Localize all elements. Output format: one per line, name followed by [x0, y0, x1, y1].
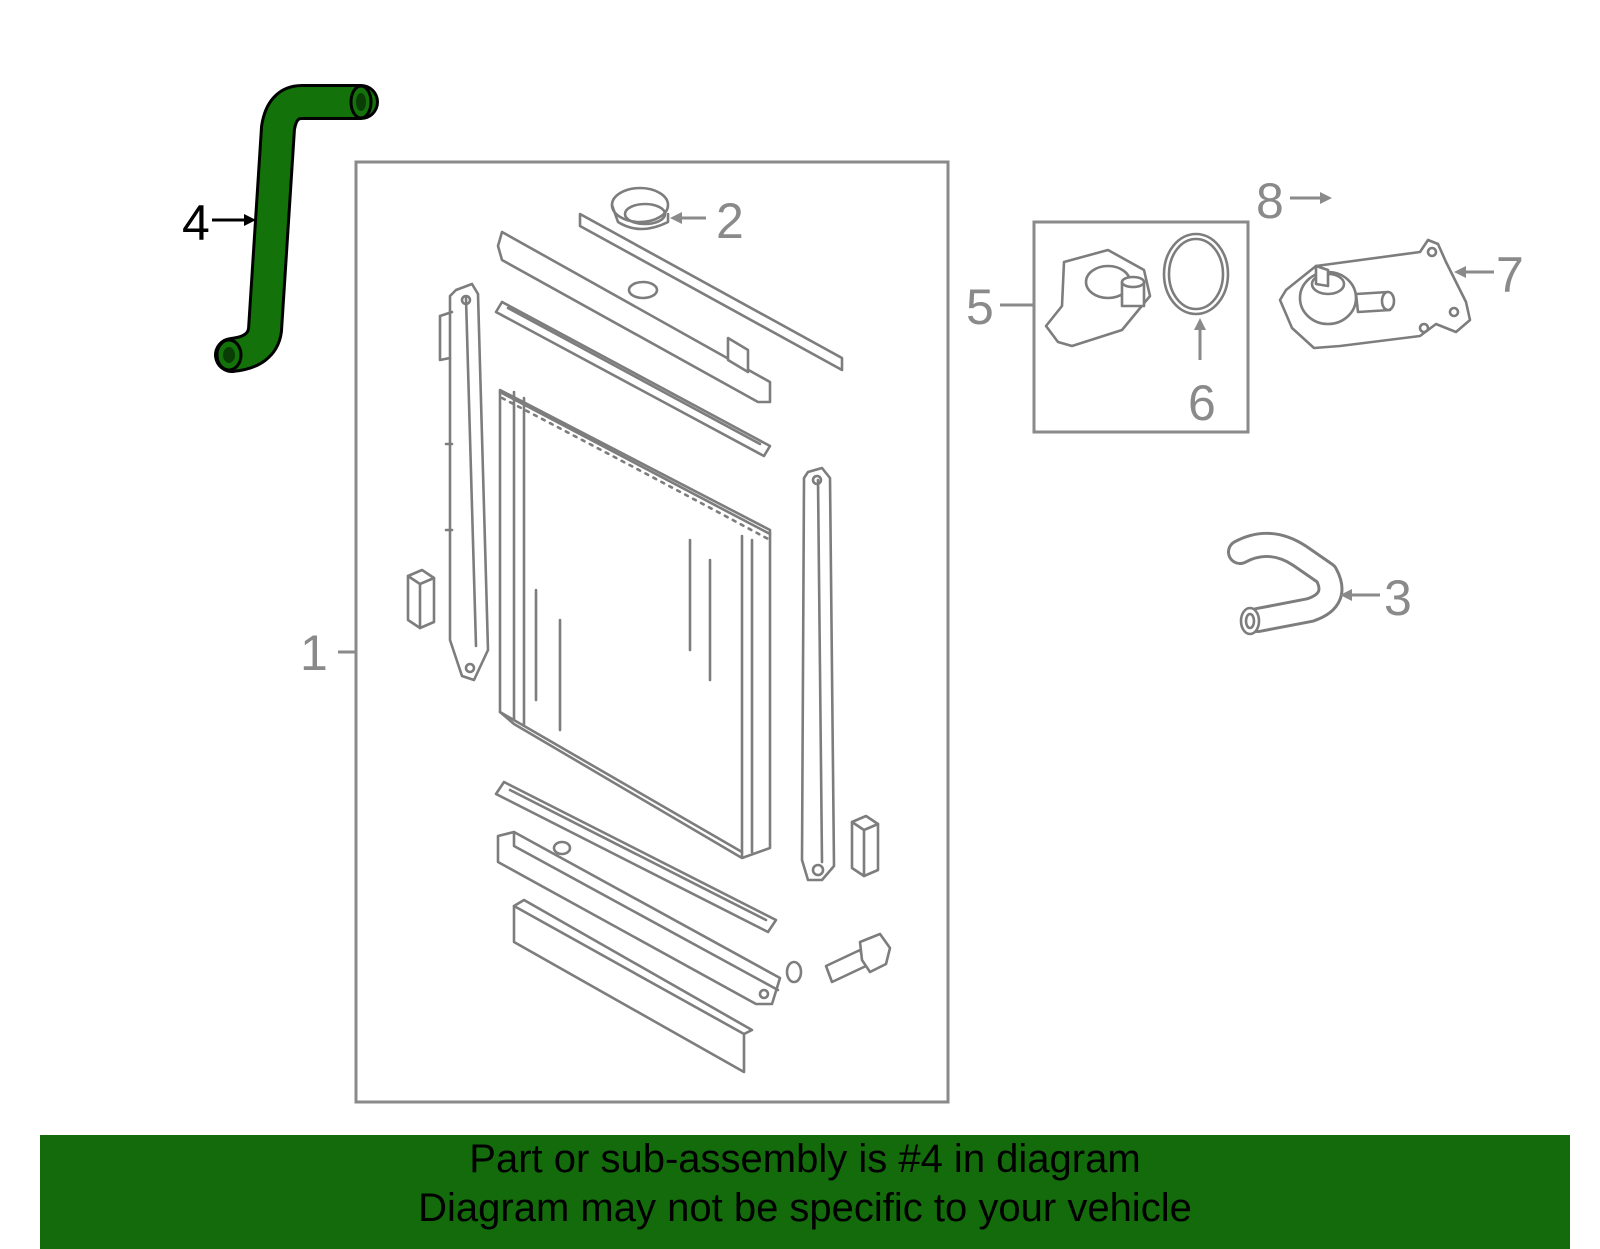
lower-gasket: [494, 780, 778, 934]
callout-8[interactable]: 8: [1256, 173, 1284, 229]
info-banner: Part or sub-assembly is #4 in diagram Di…: [40, 1135, 1570, 1249]
drain-o-ring: [785, 960, 803, 984]
radiator-cap-part-2: [610, 186, 670, 231]
thermostat-gasket-part-6: [1162, 232, 1230, 316]
upper-radiator-hose-part-4[interactable]: [214, 84, 379, 373]
upper-seal-strip: [578, 212, 844, 372]
thermostat-box: [1032, 220, 1250, 434]
right-side-bracket: [800, 466, 836, 882]
radiator-assembly-box: [354, 160, 950, 1104]
leader-arrow-4: [244, 214, 256, 226]
radiator-core: [498, 388, 772, 860]
callout-2[interactable]: 2: [716, 193, 744, 249]
lower-hose-part-3: [1227, 531, 1344, 636]
drain-plug: [824, 948, 868, 984]
water-pipe-part-8: [1334, 116, 1465, 232]
leader-arrow-3: [1340, 589, 1352, 601]
callout-1[interactable]: 1: [300, 625, 328, 681]
leader-arrow-8: [1320, 192, 1332, 204]
leader-arrow-7: [1454, 266, 1466, 278]
banner-line-disclaimer: Diagram may not be specific to your vehi…: [418, 1186, 1192, 1230]
thermostat-part-5: [1044, 248, 1152, 348]
parts-diagram: 4 1 2: [182, 84, 1524, 1104]
leader-arrow-2: [670, 212, 682, 224]
lower-seal: [512, 904, 746, 1074]
banner-line-part-number: Part or sub-assembly is #4 in diagram: [469, 1137, 1141, 1181]
upper-gasket: [494, 300, 772, 458]
callout-3[interactable]: 3: [1384, 570, 1412, 626]
left-side-bracket: [448, 282, 490, 682]
callout-5[interactable]: 5: [966, 279, 994, 335]
leader-arrow-6: [1194, 318, 1206, 330]
upper-tank: [496, 230, 772, 404]
callout-7[interactable]: 7: [1496, 247, 1524, 303]
radiator-parts: 2: [406, 186, 892, 1074]
callout-6[interactable]: 6: [1188, 375, 1216, 431]
water-outlet-part-7: [1278, 238, 1472, 350]
callout-4[interactable]: 4: [182, 195, 210, 251]
